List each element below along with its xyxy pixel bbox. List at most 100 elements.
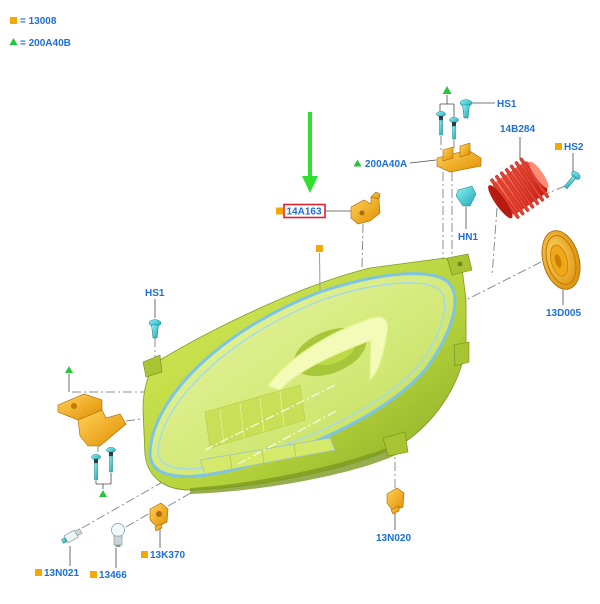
heatsink-fin: [504, 167, 535, 209]
assembly-line-heatsink: [491, 207, 498, 277]
bracket-14a163-hole: [359, 210, 365, 216]
callout-hs2[interactable]: HS2: [564, 142, 584, 153]
leader-housing-marker: [319, 252, 321, 291]
connector-13n021: [61, 528, 83, 544]
green-triangle-icon: [65, 366, 73, 373]
heatsink-fin: [494, 174, 525, 216]
bracket-200a40a-tab-2: [459, 142, 471, 158]
leader-lines: [68, 95, 574, 568]
callout-13n021[interactable]: 13N021: [44, 568, 79, 579]
orange-square-icon: [276, 207, 283, 215]
callout-13466[interactable]: 13466: [99, 570, 127, 581]
orange-square-icon: [555, 143, 562, 150]
callout-200a40a[interactable]: 200A40A: [365, 159, 407, 170]
callout-hs1-top[interactable]: HS1: [497, 99, 517, 110]
connector-tip: [61, 537, 68, 544]
housing-mount-tab-bottom: [382, 431, 409, 457]
screw-hs2-shaft: [563, 175, 577, 190]
callout-13n020[interactable]: 13N020: [376, 533, 411, 544]
bezel-segments: [229, 443, 297, 470]
socket-opening: [156, 511, 162, 517]
callout-14b284[interactable]: 14B284: [500, 124, 535, 135]
socket-tab: [154, 523, 163, 532]
orange-square-icon: [90, 571, 97, 578]
green-triangle-icon: [9, 38, 18, 45]
bracket-14a163-hook: [370, 191, 381, 200]
left-screw-2-shaft: [109, 455, 113, 473]
green-triangle-icon: [99, 490, 107, 497]
bottom-bezel-strip: [199, 437, 336, 475]
clip-13n020-tab: [390, 505, 400, 515]
left-screw-2-head: [106, 447, 116, 453]
callouts: HS1 14B284 HS2 200A40A 14A163 HN1 13D005…: [35, 99, 584, 581]
left-screw-1-collar: [94, 459, 98, 463]
bolt-a-collar: [439, 116, 443, 120]
cap-inner: [550, 244, 569, 277]
bracket-14a163: [350, 191, 381, 225]
bulb-contact: [115, 545, 121, 547]
callout-14a163[interactable]: 14A163: [287, 207, 322, 218]
lower-reflector: [204, 384, 306, 449]
left-screw-1-shaft: [94, 462, 98, 481]
bolt-b-head: [449, 117, 459, 123]
bolt-b: [449, 117, 459, 140]
leader-200a40a: [409, 159, 437, 164]
callout-13d005[interactable]: 13D005: [546, 308, 581, 319]
housing-mount-tab-right: [453, 341, 470, 367]
callout-hn1[interactable]: HN1: [458, 232, 478, 243]
orange-square-icon: [141, 551, 148, 558]
bulb-base: [113, 535, 123, 546]
legend-item-200a40b: = 200A40B: [20, 38, 71, 49]
cap-rim: [545, 235, 577, 285]
socket-13k370: [149, 502, 169, 532]
heatsink-fin: [509, 164, 540, 206]
legend: = 13008 = 200A40B: [9, 16, 71, 49]
bolt-a-shaft: [439, 119, 443, 136]
heatsink-front-face: [488, 185, 513, 219]
orange-square-icon: [10, 17, 17, 24]
housing-mount-hole: [457, 261, 463, 267]
cap-13d005: [541, 230, 581, 290]
left-bracket-hole: [71, 403, 77, 409]
green-down-arrow-icon: [302, 112, 318, 193]
bracket-200a40a: [436, 142, 482, 173]
bulb-13466: [111, 523, 125, 547]
drl-light-guide: [267, 316, 389, 391]
connector-end: [74, 528, 83, 537]
orange-square-icon: [35, 569, 42, 576]
callout-13k370[interactable]: 13K370: [150, 550, 185, 561]
highlight-box: [283, 203, 326, 219]
heatsink-fin: [499, 171, 530, 213]
reflector-ribs: [219, 391, 285, 445]
bolt-a: [436, 111, 446, 136]
left-screw-2-collar: [109, 452, 113, 456]
bracket-200a40a-tab-1: [442, 146, 454, 162]
green-triangle-icon: [353, 159, 362, 167]
bulb-glass: [111, 523, 125, 537]
legend-item-13008: = 13008: [20, 16, 57, 27]
bolt-b-collar: [452, 122, 456, 126]
bracket-14a163-body: [350, 196, 381, 225]
heatsink-back-cap: [529, 161, 549, 189]
assembly-line-cap: [465, 261, 542, 301]
screw-hs1-top: [459, 99, 473, 119]
left-bracket-body: [77, 409, 127, 447]
screw-hs1-top-shaft: [462, 104, 470, 119]
leader-top-triangle: [439, 95, 455, 117]
assembly-line-14a163: [361, 223, 364, 269]
heatsink-14b284: [488, 157, 550, 219]
clip-13n020-body: [386, 487, 405, 512]
green-triangle-icon: [442, 86, 452, 94]
screw-hs2: [563, 171, 581, 190]
heatsink-fin: [514, 161, 545, 202]
assembly-line-hs2: [545, 185, 566, 195]
headlamp-assembly: [142, 253, 473, 494]
leader-bottom-triangle: [95, 473, 112, 489]
bolt-a-head: [436, 111, 446, 117]
left-screw-1-head: [91, 454, 101, 460]
callout-hs1-left[interactable]: HS1: [145, 288, 165, 299]
left-screw-2: [106, 447, 116, 473]
arrow-head: [302, 176, 318, 193]
housing-mount-tab-left: [142, 354, 163, 378]
